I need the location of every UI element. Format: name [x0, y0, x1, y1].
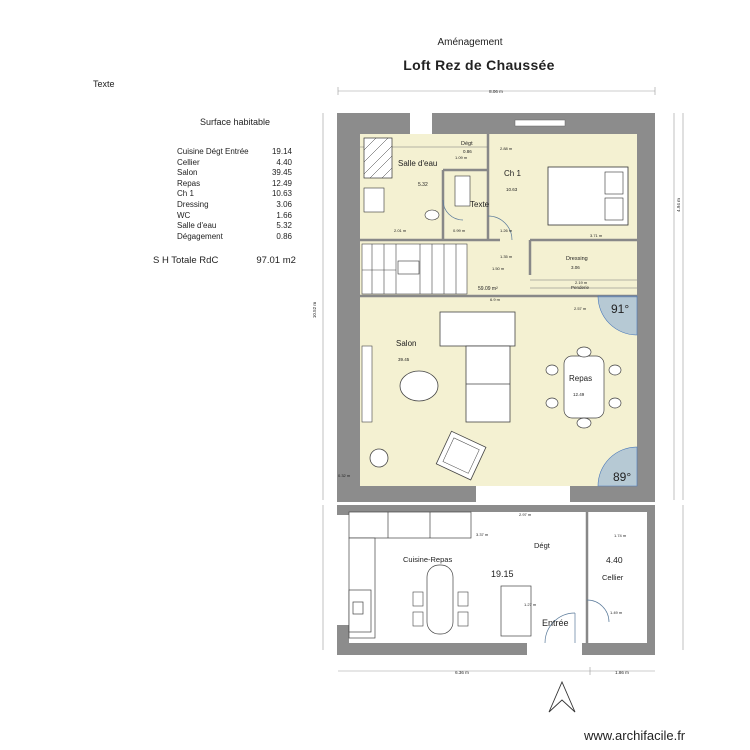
label-ch1-area: 10.63: [506, 187, 518, 192]
label-degt-top-area: 0.86: [463, 149, 472, 154]
outer-dimensions: [322, 87, 684, 675]
label-salon: Salon: [396, 339, 416, 348]
total-value: 97.01 m2: [256, 255, 296, 266]
window-top: [410, 113, 432, 134]
dining-set: [545, 346, 622, 429]
watermark: www.archifacile.fr: [584, 728, 686, 743]
label-cellier: Cellier: [602, 573, 624, 582]
svg-text:1.50 m: 1.50 m: [492, 266, 505, 271]
label-cuisine-area: 19.15: [491, 569, 514, 579]
shower: [363, 137, 393, 179]
sofa: [439, 311, 516, 423]
svg-text:2.01 m: 2.01 m: [394, 228, 407, 233]
label-salle-eau-area: 5.32: [418, 182, 428, 188]
total-label: S H Totale RdC: [153, 255, 219, 266]
dim-top: 8.06 m: [489, 89, 503, 94]
svg-text:1.35 m: 1.35 m: [500, 254, 513, 259]
svg-text:1.74 m: 1.74 m: [614, 533, 627, 538]
dim-bottom-left: 6.36 m: [455, 670, 469, 675]
svg-text:3.37 m: 3.37 m: [476, 532, 489, 537]
label-entree: Entrée: [542, 618, 569, 628]
storage-cabinet: [500, 585, 532, 637]
interior-walls: [360, 134, 637, 643]
dim-bottom-right: 1.86 m: [615, 670, 629, 675]
pillow-1: [604, 171, 624, 195]
angle-marker-1: [597, 295, 638, 336]
label-texte-plan: Texte: [470, 200, 490, 209]
subtitle: Aménagement: [437, 37, 503, 48]
svg-text:6.9 m: 6.9 m: [490, 297, 501, 302]
kitchen-chairs: [412, 591, 469, 627]
label-dressing-area: 3.06: [571, 265, 580, 270]
wc: [424, 209, 440, 221]
angle-marker-2: [597, 446, 638, 487]
label-ch1: Ch 1: [504, 169, 521, 178]
stair-cabinet: [397, 260, 420, 275]
svg-text:2.88 m: 2.88 m: [500, 146, 513, 151]
label-repas: Repas: [569, 374, 592, 383]
kitchen-table: [426, 564, 454, 635]
entrance-door-arc: [544, 612, 576, 644]
label-main-area: 59.09 m²: [478, 286, 498, 292]
label-angle-1: 91°: [611, 302, 629, 316]
dim-right: 4.94 m: [676, 198, 681, 212]
coffee-table: [399, 370, 439, 402]
shower-hatch: [363, 137, 393, 179]
surface-total: S H Totale RdC 97.01 m2: [153, 255, 296, 266]
surface-title: Surface habitable: [200, 117, 271, 127]
svg-text:2.57 m: 2.57 m: [574, 306, 587, 311]
svg-text:1.09 m: 1.09 m: [455, 155, 468, 160]
tv-unit: [361, 345, 373, 423]
washbasin: [363, 187, 385, 213]
svg-text:0.99 m: 0.99 m: [453, 228, 466, 233]
svg-text:1.27 m: 1.27 m: [524, 602, 537, 607]
label-degt: Dégt: [534, 541, 551, 550]
dim-left: 10.52 m: [312, 302, 317, 319]
opening-center: [476, 486, 570, 505]
inner-dimensions: 1.09 m 2.88 m 1.26 m 2.01 m 0.99 m 3.71 …: [338, 146, 627, 615]
pillow-2: [604, 197, 624, 221]
svg-text:0.32 m: 0.32 m: [338, 473, 351, 478]
page-title: Loft Rez de Chaussée: [403, 57, 555, 73]
kitchen-units: [348, 511, 472, 639]
label-repas-area: 12.49: [573, 392, 585, 397]
cellier-door-arc: [586, 599, 610, 623]
label-salon-area: 39.45: [398, 357, 410, 362]
texte-label: Texte: [93, 79, 115, 89]
svg-text:3.71 m: 3.71 m: [590, 233, 603, 238]
entrance-door-gap: [527, 643, 582, 655]
label-angle-2: 89°: [613, 470, 631, 484]
svg-text:2.19 m: 2.19 m: [575, 280, 588, 285]
label-salle-eau: Salle d'eau: [398, 159, 437, 168]
svg-text:2.97 m: 2.97 m: [519, 512, 532, 517]
wc-basin: [454, 175, 471, 207]
opening-left-lower: [337, 515, 349, 625]
north-arrow-icon: [548, 680, 576, 713]
svg-text:1.26 m: 1.26 m: [500, 228, 513, 233]
label-degt-top: Dégt: [461, 141, 473, 147]
label-cellier-area: 4.40: [606, 555, 623, 565]
door-arc-sde: [442, 199, 464, 221]
armchair: [435, 430, 487, 481]
label-penderie: Penderie: [571, 285, 590, 290]
door-arc-ch1: [487, 215, 513, 241]
plant: [369, 448, 389, 468]
label-dressing: Dressing: [566, 256, 588, 262]
window-top-right: [514, 119, 566, 127]
svg-text:1.49 m: 1.49 m: [610, 610, 623, 615]
label-cuisine: Cuisine-Repas: [403, 555, 452, 564]
